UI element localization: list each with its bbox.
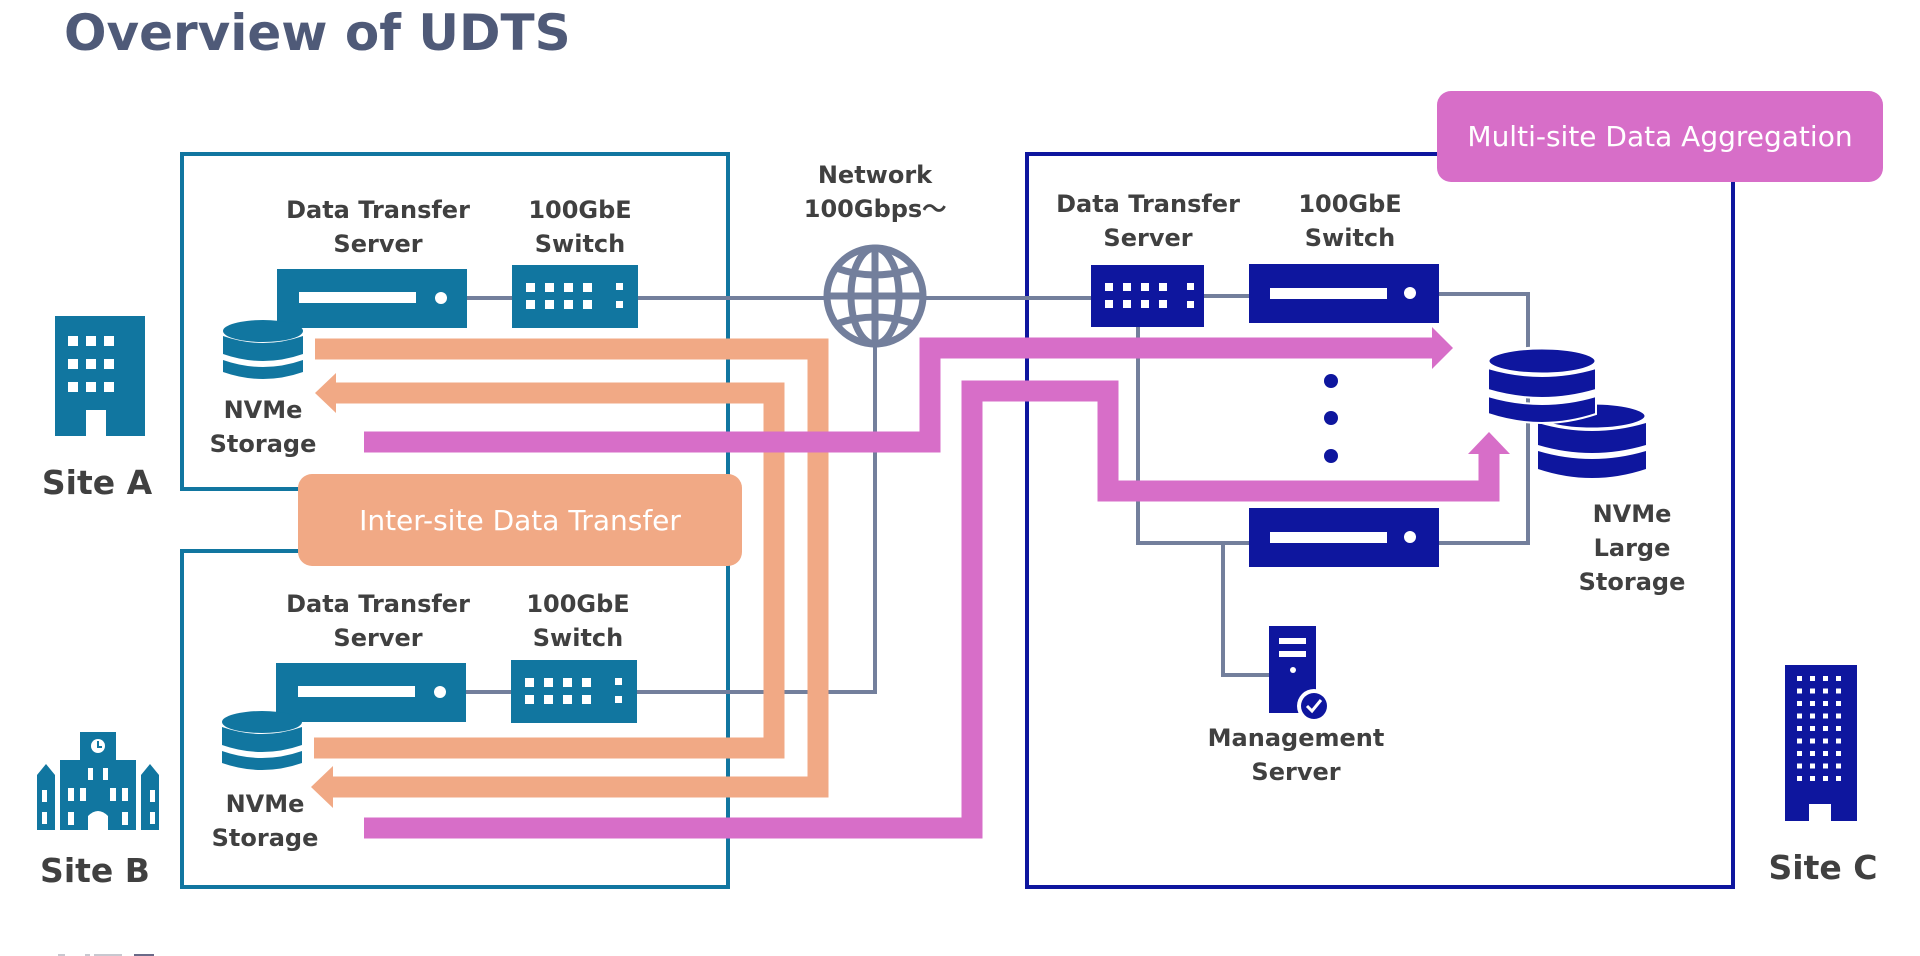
window [1836, 763, 1841, 769]
site-b-storage-label-2: Storage [212, 824, 319, 852]
site-c-label: Site C [1769, 848, 1878, 887]
network-label-1: Network [818, 161, 933, 189]
window [1836, 751, 1841, 756]
site-b-storage-label-1: NVMe [226, 790, 305, 818]
network-label-2: 100Gbps～ [804, 195, 946, 223]
management-server-label-2: Server [1251, 758, 1340, 786]
window [1810, 676, 1815, 681]
window [1797, 776, 1802, 781]
window [1797, 676, 1802, 681]
management-server-icon [1269, 626, 1331, 723]
window [1810, 726, 1815, 731]
window [1823, 701, 1828, 706]
site-a-switch-label-1: 100GbE [528, 196, 631, 224]
window [1797, 751, 1802, 756]
window [1797, 726, 1802, 731]
inter-site-transfer-label: Inter-site Data Transfer [359, 504, 681, 537]
arrowhead-to-site-a [315, 373, 336, 413]
server-icon [276, 663, 466, 722]
check-badge-icon [1301, 693, 1327, 719]
window [1823, 751, 1828, 756]
window [1823, 763, 1828, 769]
site-a-server-label-1: Data Transfer [286, 196, 470, 224]
university-building-icon [37, 732, 159, 830]
window [1836, 676, 1841, 681]
database-icon [222, 711, 302, 770]
site-c-storage-label-1: NVMe [1593, 500, 1672, 528]
site-c-storage-label-3: Storage [1579, 568, 1686, 596]
window [1797, 713, 1802, 719]
page-title: Overview of UDTS [64, 4, 571, 62]
window [1797, 688, 1802, 694]
window [1797, 738, 1802, 744]
server-icon [1249, 508, 1439, 567]
tower-building-icon [1785, 665, 1857, 821]
window [1823, 726, 1828, 731]
inter-site-transfer-badge: Inter-site Data Transfer [298, 474, 742, 566]
site-b-switch-label-2: Switch [533, 624, 623, 652]
site-c-switch-label-2: Switch [1305, 224, 1395, 252]
site-c-storage-label-2: Large [1594, 534, 1671, 562]
window [1836, 701, 1841, 706]
site-a-server-label-2: Server [333, 230, 422, 258]
window [1810, 776, 1815, 781]
arrowhead-aggregation-a [1432, 327, 1453, 369]
window [1810, 763, 1815, 769]
window [1836, 776, 1841, 781]
globe-icon [823, 244, 927, 348]
transfer-path-b-to-a [314, 382, 785, 759]
site-c-server-label-2: Server [1103, 224, 1192, 252]
switch-icon [1091, 265, 1204, 327]
site-b-label: Site B [40, 851, 150, 890]
arrowhead-to-site-b [311, 766, 333, 808]
management-server-label-1: Management [1208, 724, 1385, 752]
window [1836, 713, 1841, 719]
transfer-path-a-to-b [315, 338, 829, 798]
aggregation-badge: Multi-site Data Aggregation [1437, 91, 1883, 182]
aggregation-path-site-b [364, 380, 1500, 839]
site-c-box [1025, 152, 1735, 889]
window [1810, 751, 1815, 756]
window [1797, 763, 1802, 769]
site-a-storage-label-1: NVMe [224, 396, 303, 424]
window [1836, 726, 1841, 731]
more-servers-ellipsis-icon [1324, 374, 1338, 463]
inter-site-transfer-paths [314, 338, 829, 798]
site-b-switch-label-1: 100GbE [526, 590, 629, 618]
link-to-management-server [1221, 543, 1269, 677]
aggregation-paths [364, 337, 1500, 839]
window [1797, 701, 1802, 706]
switch-icon [512, 265, 638, 328]
arrowhead-aggregation-b [1468, 432, 1510, 454]
aggregation-label: Multi-site Data Aggregation [1467, 120, 1852, 153]
large-storage-icon [1486, 346, 1648, 478]
link-switch-c-to-server-c2 [1136, 327, 1249, 545]
switch-icon [511, 660, 637, 723]
site-a-label: Site A [42, 463, 153, 502]
site-b-server-label-2: Server [333, 624, 422, 652]
office-building-icon [55, 316, 145, 436]
window [1836, 688, 1841, 694]
window [1823, 676, 1828, 681]
site-a-storage-label-2: Storage [210, 430, 317, 458]
site-c-switch-label-1: 100GbE [1298, 190, 1401, 218]
window [1823, 776, 1828, 781]
database-icon [223, 320, 303, 379]
logo-fragment [58, 954, 154, 956]
window [1823, 738, 1828, 744]
server-icon [1249, 264, 1439, 323]
window [1810, 713, 1815, 719]
server-icon [277, 269, 467, 328]
window [1836, 738, 1841, 744]
window [1823, 688, 1828, 694]
site-b-server-label-1: Data Transfer [286, 590, 470, 618]
window [1810, 688, 1815, 694]
aggregation-path-site-a [364, 337, 1434, 453]
site-a-switch-label-2: Switch [535, 230, 625, 258]
window [1810, 738, 1815, 744]
site-c-server-label-1: Data Transfer [1056, 190, 1240, 218]
window [1810, 701, 1815, 706]
window [1823, 713, 1828, 719]
